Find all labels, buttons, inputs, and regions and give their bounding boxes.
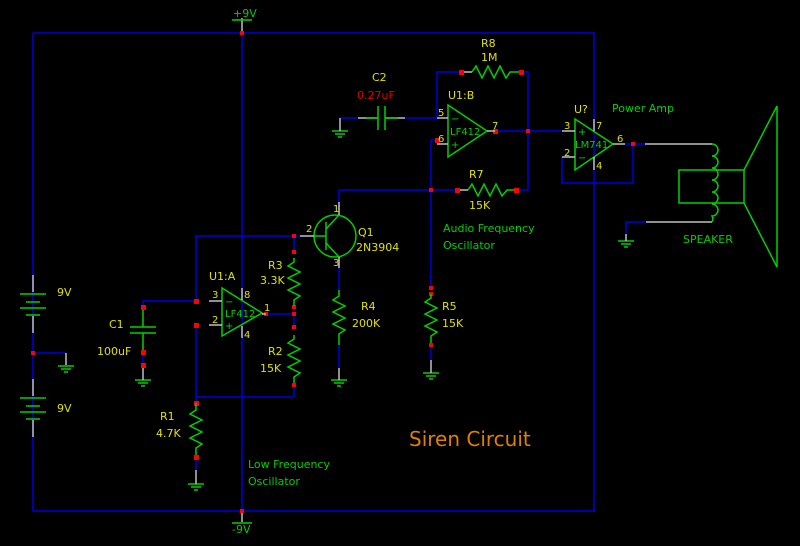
r1-ref: R1 [160,410,175,423]
speaker[interactable]: SPEAKER [678,105,778,268]
u1a-pin-vplus: 8 [244,290,250,301]
ground-icon [188,470,204,491]
q1-pin1: 1 [333,204,339,215]
r8-ref: R8 [481,37,496,50]
ground-icon [423,360,439,380]
c2-value: 0.27uF [357,89,395,102]
u1a-pin-inv: 3 [212,290,218,301]
lm741-minus: − [578,153,586,164]
u1b-plus: + [451,140,459,151]
opamp-u1b[interactable]: − + LF412 U1:B 5 6 7 [437,89,498,159]
opamp-lm741[interactable]: + − LM741 U? 3 2 6 7 4 [562,103,625,172]
transistor-q1[interactable]: 1 2 3 Q1 2N3904 [300,202,399,269]
r8-value: 1M [481,51,498,64]
resistor-r8[interactable]: R8 1M [464,37,519,80]
r3-value: 3.3K [260,274,285,287]
resistor-r2[interactable]: R2 15K [260,335,302,383]
lm741-pin-vplus: 7 [596,121,602,132]
junctions [31,31,635,513]
u1a-part: LF412 [225,309,255,320]
r7-value: 15K [469,199,491,212]
r5-ref: R5 [442,300,457,313]
lm741-ref: U? [574,103,588,116]
r4-ref: R4 [361,300,376,313]
c2-ref: C2 [372,71,387,84]
u1a-ref: U1:A [209,270,236,283]
wires [32,32,646,512]
positive-rail-symbol: +9V [232,7,257,21]
u1a-pin-out: 1 [264,303,270,314]
negative-rail-label: -9V [232,523,251,536]
capacitor-c1[interactable]: C1 100uF [97,310,156,358]
r7-ref: R7 [469,168,484,181]
capacitor-c2[interactable]: C2 0.27uF [357,71,398,130]
q1-ref: Q1 [358,226,374,239]
ground-icon [135,368,151,387]
u1b-part: LF412 [450,127,480,138]
speaker-label: SPEAKER [683,233,733,246]
low-osc-note-line2: Oscillator [248,475,300,488]
low-osc-note-line1: Low Frequency [248,458,330,471]
circuit-title: Siren Circuit [409,427,531,451]
u1b-ref: U1:B [448,89,474,102]
opamp-u1a[interactable]: − + LF412 U1:A 3 2 1 8 4 [209,270,270,341]
u1b-pin-out: 7 [492,121,498,132]
u1b-minus: − [451,114,459,125]
q1-pin2: 2 [306,224,312,235]
lm741-pin-out: 6 [617,134,623,145]
power-amp-note: Power Amp [612,102,674,115]
c1-value: 100uF [97,345,131,358]
u1a-minus: − [225,297,233,308]
battery-2: 9V [20,397,72,420]
r3-ref: R3 [268,259,283,272]
lm741-pin-vminus: 4 [596,161,602,172]
u1a-pin-noninv: 2 [212,315,218,326]
battery-1-value: 9V [57,286,72,299]
negative-rail-symbol: -9V [232,522,252,536]
ground-icon [58,365,74,373]
r4-value: 200K [352,317,381,330]
lm741-pin-inv: 2 [564,148,570,159]
lm741-pin-noninv: 3 [564,121,570,132]
r5-value: 15K [442,317,464,330]
resistor-r1[interactable]: R1 4.7K [156,403,204,455]
battery-1: 9V [20,286,72,316]
battery-2-value: 9V [57,402,72,415]
r2-value: 15K [260,362,282,375]
ground-icon [618,234,634,248]
r1-value: 4.7K [156,427,181,440]
resistor-r3[interactable]: R3 3.3K [260,258,302,306]
ground-icon [332,118,348,138]
resistor-r4[interactable]: R4 200K [331,290,381,345]
q1-pin3: 3 [333,258,339,269]
resistor-r7[interactable]: R7 15K [460,168,514,212]
ground-icon [331,368,347,387]
u1a-pin-vminus: 4 [244,330,250,341]
lm741-plus: + [578,127,586,138]
q1-value: 2N3904 [356,241,399,254]
positive-rail-label: +9V [233,7,257,20]
c1-ref: C1 [109,318,124,331]
u1b-pin-inv: 5 [438,108,444,119]
lm741-part: LM741 [575,140,608,151]
u1a-plus: + [225,321,233,332]
audio-osc-note-line2: Oscillator [443,239,495,252]
audio-osc-note-line1: Audio Frequency [443,222,535,235]
r2-ref: R2 [268,345,283,358]
u1b-pin-noninv: 6 [438,134,444,145]
resistor-r5[interactable]: R5 15K [423,294,464,343]
